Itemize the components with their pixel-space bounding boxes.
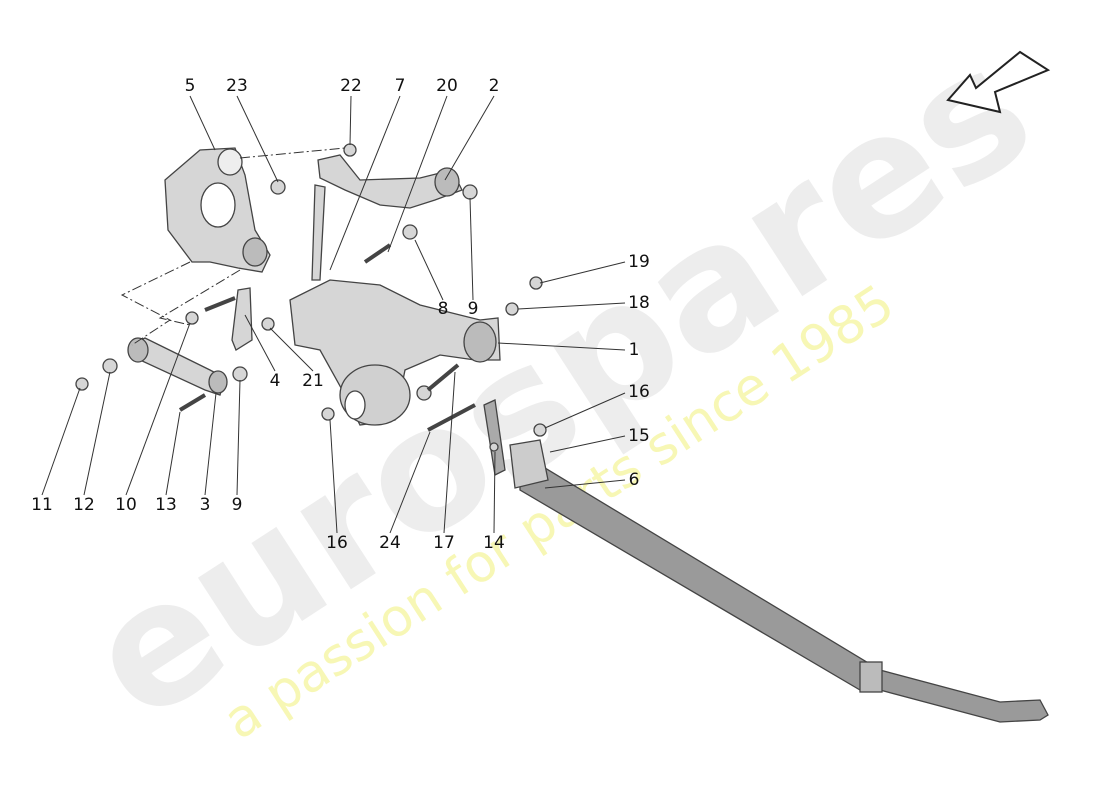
callout-4[interactable]: 4 xyxy=(269,371,281,391)
link-4 xyxy=(231,287,253,351)
callout-12[interactable]: 12 xyxy=(73,495,95,515)
callout-3[interactable]: 3 xyxy=(199,495,211,515)
callout-1[interactable]: 1 xyxy=(628,340,640,360)
callout-9[interactable]: 9 xyxy=(467,299,479,319)
callout-8[interactable]: 8 xyxy=(437,299,449,319)
callout-5[interactable]: 5 xyxy=(184,76,196,96)
callout-9b[interactable]: 9 xyxy=(231,495,243,515)
callout-11[interactable]: 11 xyxy=(31,495,53,515)
callout-13[interactable]: 13 xyxy=(155,495,177,515)
callout-22[interactable]: 22 xyxy=(340,76,362,96)
callout-14[interactable]: 14 xyxy=(483,533,505,553)
callout-2[interactable]: 2 xyxy=(488,76,500,96)
stabilizer-link xyxy=(483,399,506,476)
callout-24[interactable]: 24 xyxy=(379,533,401,553)
callout-17[interactable]: 17 xyxy=(433,533,455,553)
callout-10[interactable]: 10 xyxy=(115,495,137,515)
callout-23[interactable]: 23 xyxy=(226,76,248,96)
bushing-clamp xyxy=(509,439,549,489)
leader-lines xyxy=(41,95,626,534)
toe-link xyxy=(311,184,326,281)
callout-16[interactable]: 16 xyxy=(628,382,650,402)
callout-6[interactable]: 6 xyxy=(628,470,640,490)
direction-arrow-icon xyxy=(946,50,1051,114)
callout-16b[interactable]: 16 xyxy=(326,533,348,553)
stabilizer-bar xyxy=(519,464,1049,723)
callout-15[interactable]: 15 xyxy=(628,426,650,446)
callout-7[interactable]: 7 xyxy=(394,76,406,96)
callout-18[interactable]: 18 xyxy=(628,293,650,313)
callout-21[interactable]: 21 xyxy=(302,371,324,391)
callout-19[interactable]: 19 xyxy=(628,252,650,272)
callout-20[interactable]: 20 xyxy=(436,76,458,96)
